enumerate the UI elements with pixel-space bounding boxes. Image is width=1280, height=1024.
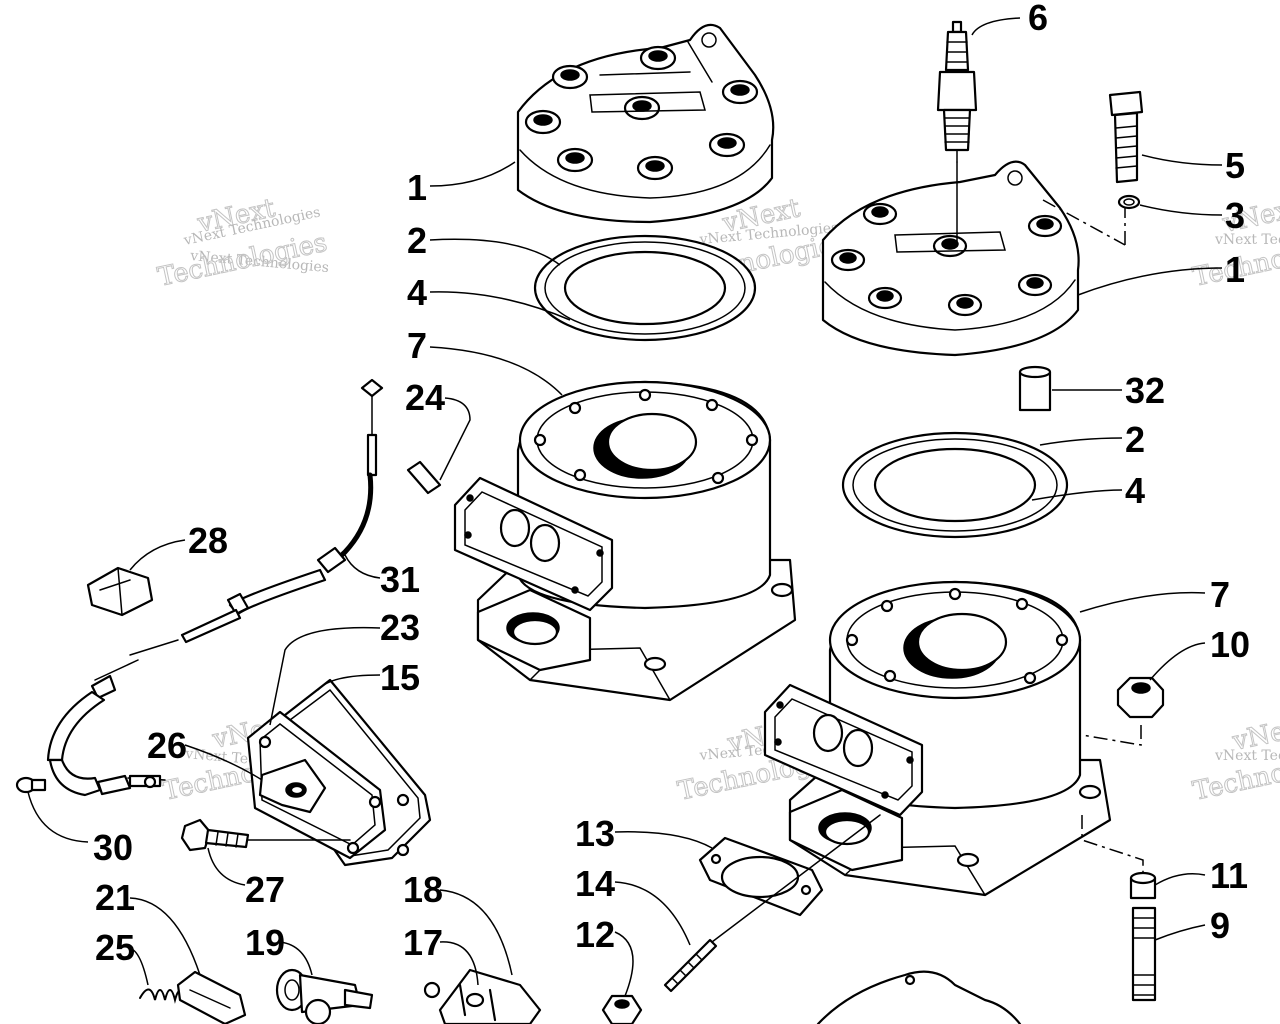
callout-3: 3 [1225,195,1245,236]
assembly-line [1042,199,1126,246]
washer[interactable] [1117,194,1141,210]
watermark-big-bottom: Technologies [155,228,330,293]
cable-end[interactable] [128,774,162,789]
pivot-bracket[interactable] [176,970,247,1024]
callout-30: 30 [93,827,133,868]
callout-7: 7 [407,325,427,366]
callout-31: 31 [380,559,420,600]
callout-27: 27 [245,869,285,910]
cylinder-left[interactable] [453,380,797,702]
callout-15: 15 [380,657,420,698]
callout-4: 4 [407,272,427,313]
cylinder-head-right[interactable] [821,160,1080,357]
base-gasket[interactable] [816,970,1022,1024]
callout-7: 7 [1210,574,1230,615]
cylinder-right[interactable] [763,580,1112,897]
callout-1: 1 [1225,249,1245,290]
callout-5: 5 [1225,145,1245,186]
callout-labels: 1 1 2 2 3 4 4 5 6 7 7 9 10 11 12 13 14 1… [93,0,1250,968]
watermark-left: vNext vNext Technologies vNext Technolog… [155,193,331,294]
flange-nut[interactable] [601,994,643,1024]
watermark-mid-right: vNext vNext Technologies Technologies [1190,711,1280,808]
callout-10: 10 [1210,624,1250,665]
dowel-sleeve[interactable] [1018,365,1052,412]
callout-14: 14 [575,863,615,904]
cable-pulley[interactable] [275,968,374,1024]
screw[interactable] [15,776,47,794]
callout-2: 2 [407,220,427,261]
callout-25: 25 [95,927,135,968]
callout-32: 32 [1125,370,1165,411]
callout-26: 26 [147,725,187,766]
control-cable[interactable] [46,378,384,797]
callout-21: 21 [95,877,135,918]
cable-clip[interactable] [86,566,154,617]
spacer-bushing[interactable] [1129,871,1157,900]
actuator-lever[interactable] [258,758,327,814]
callout-13: 13 [575,813,615,854]
valve-actuator[interactable] [423,968,542,1024]
cylinder-stud-holes [845,587,1069,685]
callout-18: 18 [403,869,443,910]
exhaust-gasket[interactable] [698,836,824,917]
cover-bolt[interactable] [180,818,351,852]
callout-1: 1 [407,167,427,208]
locating-pin[interactable] [406,460,442,495]
callout-17: 17 [403,922,443,963]
callout-19: 19 [245,922,285,963]
leader-lines [27,17,1223,997]
assembly-line [1081,725,1142,746]
callout-6: 6 [1028,0,1048,38]
return-spring[interactable] [139,988,185,1004]
callout-24: 24 [405,377,445,418]
flange-nut[interactable] [1116,676,1165,719]
callout-9: 9 [1210,905,1230,946]
callout-4: 4 [1125,470,1145,511]
watermark-text: vNext Technologies [1214,748,1280,764]
callout-28: 28 [188,520,228,561]
cylinder-stud[interactable] [1131,906,1157,1002]
callout-12: 12 [575,914,615,955]
head-gasket-left[interactable] [533,234,757,342]
exhaust-stud[interactable] [663,814,881,993]
assembly-line [1081,815,1144,875]
head-bolt[interactable] [1108,90,1144,184]
watermark-text: vNext Technologies [1214,232,1280,248]
head-bolt-bosses [524,45,759,181]
head-gasket-right[interactable] [841,431,1069,539]
watermark-center: vNext vNext Technologies Technologies [675,193,851,294]
cylinder-head-left[interactable] [516,23,775,224]
callout-11: 11 [1210,855,1248,896]
cylinder-stud-holes [533,388,759,485]
callout-2: 2 [1125,419,1145,460]
spark-plug[interactable] [936,20,978,246]
head-bolt-bosses [830,202,1063,317]
callout-23: 23 [380,607,420,648]
